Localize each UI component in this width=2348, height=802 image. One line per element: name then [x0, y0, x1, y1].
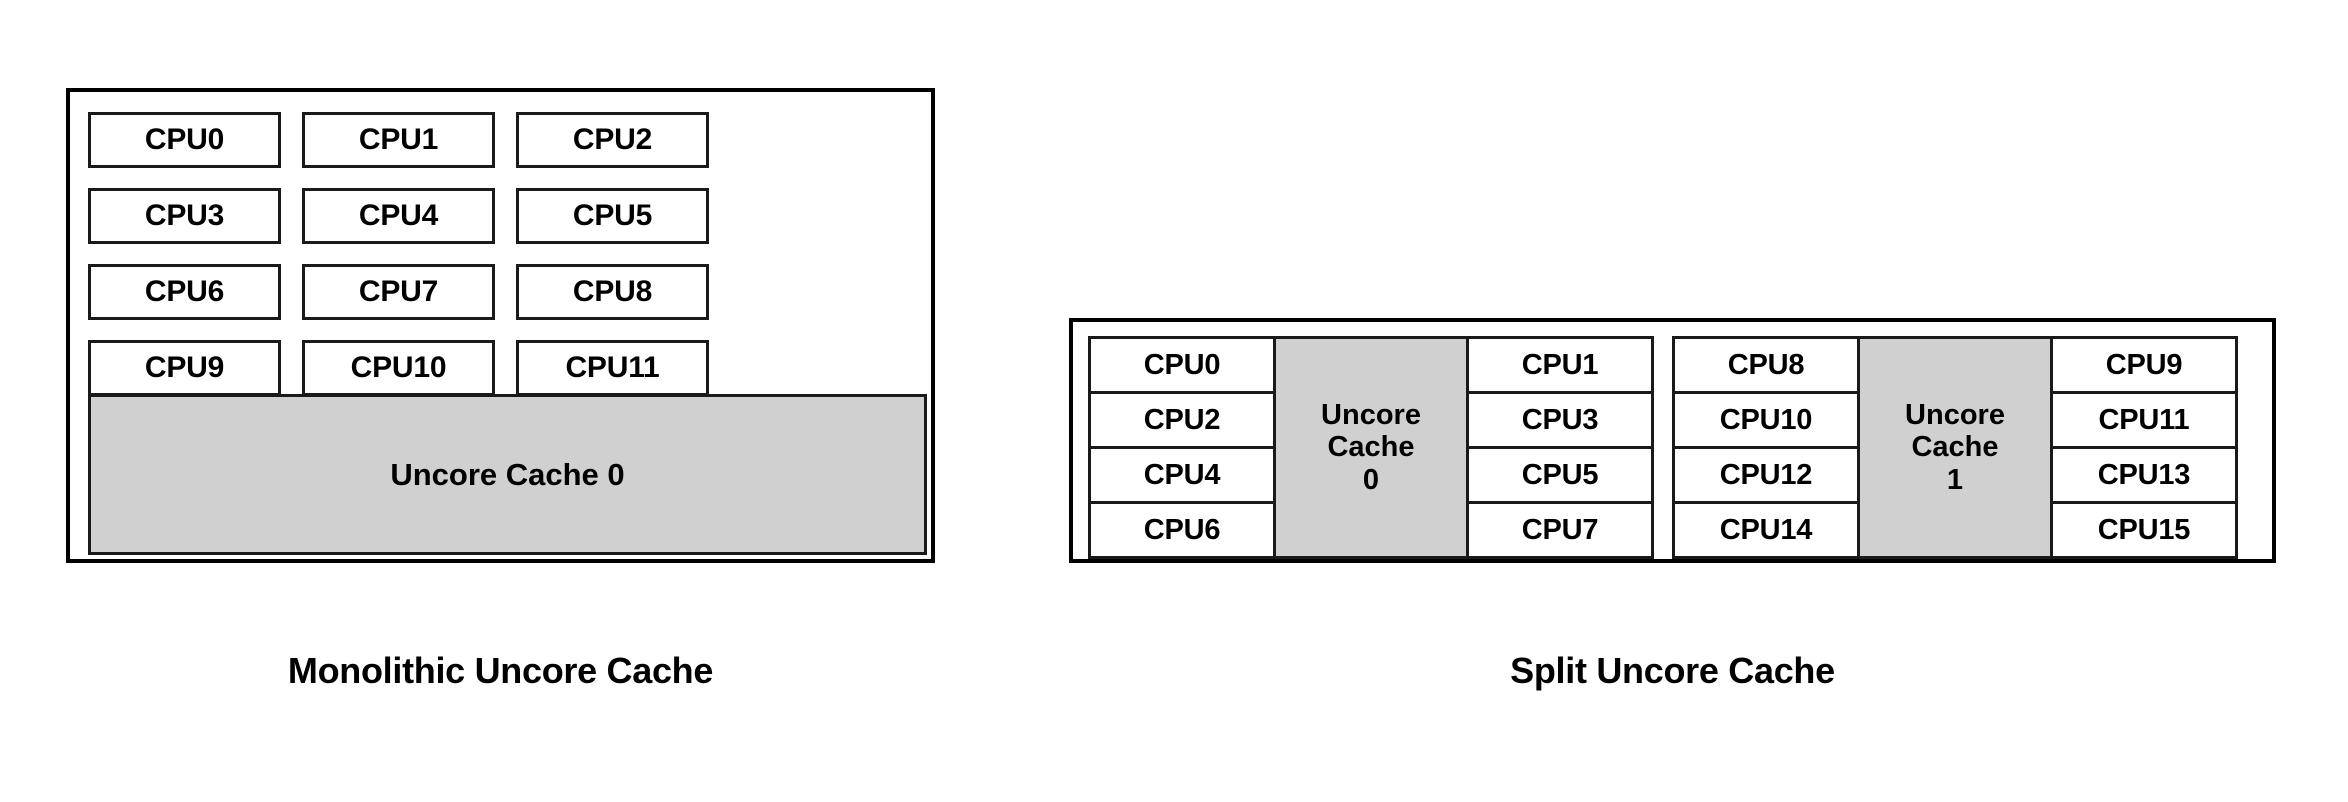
cpu-box: CPU10 — [1672, 391, 1860, 449]
cpu-box: CPU3 — [88, 188, 281, 244]
cpu-box: CPU0 — [88, 112, 281, 168]
uncore-cache-label-line1: Uncore — [1905, 398, 2005, 431]
cpu-box: CPU10 — [302, 340, 495, 396]
cpu-box: CPU2 — [1088, 391, 1276, 449]
cluster-1-left-cpu-column: CPU8 CPU10 CPU12 CPU14 — [1672, 336, 1860, 559]
cpu-box: CPU4 — [1088, 446, 1276, 504]
cluster-1-right-cpu-column: CPU9 CPU11 CPU13 CPU15 — [2050, 336, 2238, 559]
cpu-box: CPU9 — [88, 340, 281, 396]
cpu-box: CPU0 — [1088, 336, 1276, 394]
uncore-cache-label-line3: 0 — [1362, 463, 1380, 496]
split-cluster-container: CPU0 CPU2 CPU4 CPU6 Uncore Cache 0 CPU1 … — [1088, 336, 2238, 559]
cpu-box: CPU5 — [516, 188, 709, 244]
uncore-cache-label-line1: Uncore — [1321, 398, 1421, 431]
cluster-0-right-cpu-column: CPU1 CPU3 CPU5 CPU7 — [1466, 336, 1654, 559]
cpu-box: CPU13 — [2050, 446, 2238, 504]
cpu-box: CPU2 — [516, 112, 709, 168]
cpu-box: CPU11 — [2050, 391, 2238, 449]
uncore-cache-label-line3: 1 — [1946, 463, 1964, 496]
cpu-box: CPU5 — [1466, 446, 1654, 504]
cpu-box: CPU8 — [1672, 336, 1860, 394]
cluster-0-left-cpu-column: CPU0 CPU2 CPU4 CPU6 — [1088, 336, 1276, 559]
split-caption: Split Uncore Cache — [1510, 650, 1835, 691]
uncore-cache-box: Uncore Cache 0 — [1273, 336, 1469, 559]
split-diagram-frame: CPU0 CPU2 CPU4 CPU6 Uncore Cache 0 CPU1 … — [1069, 318, 2276, 563]
cpu-box: CPU14 — [1672, 501, 1860, 559]
cpu-box: CPU7 — [302, 264, 495, 320]
cpu-box: CPU7 — [1466, 501, 1654, 559]
uncore-cache-box: Uncore Cache 0 — [88, 394, 927, 555]
cpu-box: CPU6 — [88, 264, 281, 320]
uncore-cache-label-line2: Cache — [1327, 431, 1415, 464]
cpu-box: CPU4 — [302, 188, 495, 244]
cpu-box: CPU9 — [2050, 336, 2238, 394]
cpu-box: CPU12 — [1672, 446, 1860, 504]
cluster-0: CPU0 CPU2 CPU4 CPU6 Uncore Cache 0 CPU1 … — [1088, 336, 1654, 559]
uncore-cache-box: Uncore Cache 1 — [1857, 336, 2053, 559]
monolithic-caption: Monolithic Uncore Cache — [287, 650, 714, 691]
monolithic-diagram-frame: CPU0 CPU1 CPU2 CPU3 CPU4 CPU5 CPU6 CPU7 … — [66, 88, 935, 563]
uncore-cache-label-line2: Cache — [1911, 431, 1999, 464]
cpu-box: CPU3 — [1466, 391, 1654, 449]
cpu-box: CPU15 — [2050, 501, 2238, 559]
cpu-box: CPU8 — [516, 264, 709, 320]
cpu-box: CPU1 — [302, 112, 495, 168]
cpu-box: CPU1 — [1466, 336, 1654, 394]
cpu-box: CPU11 — [516, 340, 709, 396]
cluster-1: CPU8 CPU10 CPU12 CPU14 Uncore Cache 1 CP… — [1672, 336, 2238, 559]
cpu-box: CPU6 — [1088, 501, 1276, 559]
